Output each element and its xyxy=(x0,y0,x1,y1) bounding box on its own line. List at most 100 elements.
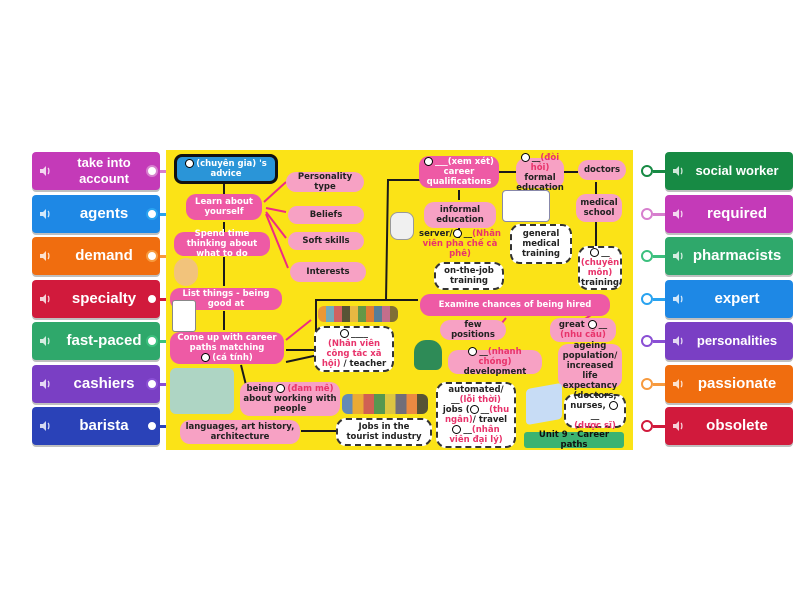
work-illustration xyxy=(170,368,234,414)
thinking-illustration xyxy=(174,258,198,286)
speaker-icon[interactable] xyxy=(671,292,685,306)
drop-pin[interactable] xyxy=(146,335,158,347)
speaker-icon[interactable] xyxy=(671,377,685,391)
node-great-demand: great __(nhu cầu) xyxy=(550,318,616,342)
node-come-up: Come up with career paths matching(cá tí… xyxy=(170,332,284,364)
speaker-icon[interactable] xyxy=(38,419,52,433)
speaker-icon[interactable] xyxy=(38,164,52,178)
drop-pin[interactable] xyxy=(146,250,158,262)
node-specialty-training: __(chuyên môn)training xyxy=(578,246,622,290)
word-tile-label: obsolete xyxy=(706,417,768,434)
speaker-icon[interactable] xyxy=(38,377,52,391)
word-tile-take-into-account[interactable]: take into account xyxy=(32,152,160,190)
drop-pin[interactable] xyxy=(146,207,158,220)
word-tile-label: personalities xyxy=(696,333,778,348)
speaker-icon[interactable] xyxy=(671,207,685,221)
word-tile-obsolete[interactable]: obsolete xyxy=(665,407,793,445)
node-learn: Learn about yourself xyxy=(186,194,262,220)
doctor-illustration xyxy=(390,212,414,240)
word-tile-label: agents xyxy=(79,204,129,222)
word-tile-label: expert xyxy=(714,289,760,307)
node-advice: (chuyên gia) 's advice xyxy=(174,154,278,184)
tile-connector xyxy=(653,340,665,343)
node-on-job: on-the-job training xyxy=(434,262,504,290)
node-interests: Interests xyxy=(290,262,366,282)
speaker-icon[interactable] xyxy=(671,419,685,433)
word-tile-label: take into account xyxy=(77,155,131,186)
word-tile-demand[interactable]: demand xyxy=(32,237,160,275)
tile-connector xyxy=(653,382,665,386)
unit-title-label: Unit 9 - Career paths xyxy=(524,430,624,450)
node-doctors-nurses: (doctors, nurses, __(dược sĩ) xyxy=(564,391,626,431)
drop-pin[interactable] xyxy=(641,420,653,432)
drop-pin[interactable] xyxy=(641,165,653,177)
people-illustration xyxy=(318,306,398,322)
node-soft-skills: Soft skills xyxy=(288,232,364,250)
node-medical-school: medical school xyxy=(576,194,622,222)
word-tile-passionate[interactable]: passionate xyxy=(665,364,793,403)
node-informal-education: informal education xyxy=(424,202,496,228)
drop-pin[interactable] xyxy=(641,377,653,390)
node-tourist: Jobs in the tourist industry xyxy=(336,418,432,446)
speaker-icon[interactable] xyxy=(38,249,52,263)
node-examine: Examine chances of being hired xyxy=(420,294,610,316)
drop-pin[interactable] xyxy=(146,420,158,432)
word-tile-label: barista xyxy=(79,417,129,434)
node-development: __(nhanh chóng) development xyxy=(448,347,542,377)
node-ageing: ageing population/ increased life expect… xyxy=(558,341,622,391)
word-tile-personalities[interactable]: personalities xyxy=(665,322,793,360)
word-tile-label: passionate xyxy=(697,374,777,392)
word-tile-specialty[interactable]: specialty xyxy=(32,279,160,318)
drop-pin[interactable] xyxy=(641,207,653,220)
word-tile-expert[interactable]: expert xyxy=(665,279,793,318)
drop-pin[interactable] xyxy=(641,292,653,305)
character-illustration xyxy=(414,340,442,370)
tourist-people-illustration xyxy=(342,394,428,414)
speaker-icon[interactable] xyxy=(38,334,52,348)
drop-pin[interactable] xyxy=(146,165,158,177)
list-illustration xyxy=(172,300,196,332)
word-tile-cashiers[interactable]: cashiers xyxy=(32,364,160,403)
word-tile-pharmacists[interactable]: pharmacists xyxy=(665,237,793,275)
word-tile-barista[interactable]: barista xyxy=(32,407,160,445)
tile-connector xyxy=(653,255,665,258)
node-being: being (đam mê) about working with people xyxy=(240,382,340,416)
tile-connector xyxy=(653,170,665,173)
mind-map-image: (chuyên gia) 's advice Learn about yours… xyxy=(166,150,633,450)
chart-illustration xyxy=(502,190,550,222)
node-server: server/__(Nhân viên pha chế cà phê) xyxy=(419,229,501,259)
drop-pin[interactable] xyxy=(146,377,158,390)
speaker-icon[interactable] xyxy=(671,334,685,348)
drop-pin[interactable] xyxy=(641,250,653,262)
word-tile-label: cashiers xyxy=(73,374,135,392)
word-tile-label: fast-paced xyxy=(66,332,142,349)
node-languages: languages, art history, architecture xyxy=(180,420,300,444)
pharmacy-illustration xyxy=(526,382,562,426)
speaker-icon[interactable] xyxy=(38,292,52,306)
node-formal-education: __(đòi hỏi) formal education xyxy=(516,153,564,193)
tile-connector xyxy=(653,425,665,428)
word-tile-agents[interactable]: agents xyxy=(32,194,160,233)
word-tile-fast-paced[interactable]: fast-paced xyxy=(32,322,160,360)
node-social-worker: ____(Nhân viên công tác xã hội) / teache… xyxy=(314,326,394,372)
node-general-medical: general medical training xyxy=(510,224,572,264)
word-tile-label: required xyxy=(706,204,767,222)
tile-connector xyxy=(653,297,665,301)
node-personality: Personality type xyxy=(286,172,364,192)
mind-map-arrows xyxy=(223,171,597,432)
node-spend-time: Spend time thinking about what to do xyxy=(174,229,270,259)
speaker-icon[interactable] xyxy=(671,164,685,178)
node-career-qualifications: ___(xem xét)career qualifications xyxy=(419,156,499,188)
word-tile-required[interactable]: required xyxy=(665,194,793,233)
speaker-icon[interactable] xyxy=(671,249,685,263)
node-list-things: List things - being good at xyxy=(170,288,282,310)
word-tile-social-worker[interactable]: social worker xyxy=(665,152,793,190)
node-automated-jobs: automated/__(lỗi thời)jobs (__(thu ngân)… xyxy=(436,382,516,448)
drop-pin[interactable] xyxy=(641,335,653,347)
speaker-icon[interactable] xyxy=(38,207,52,221)
word-tile-label: social worker xyxy=(695,163,779,178)
drop-pin[interactable] xyxy=(146,292,158,305)
node-doctors: doctors xyxy=(578,160,626,180)
tile-connector xyxy=(653,212,665,216)
node-few-positions: few positions xyxy=(440,320,506,340)
